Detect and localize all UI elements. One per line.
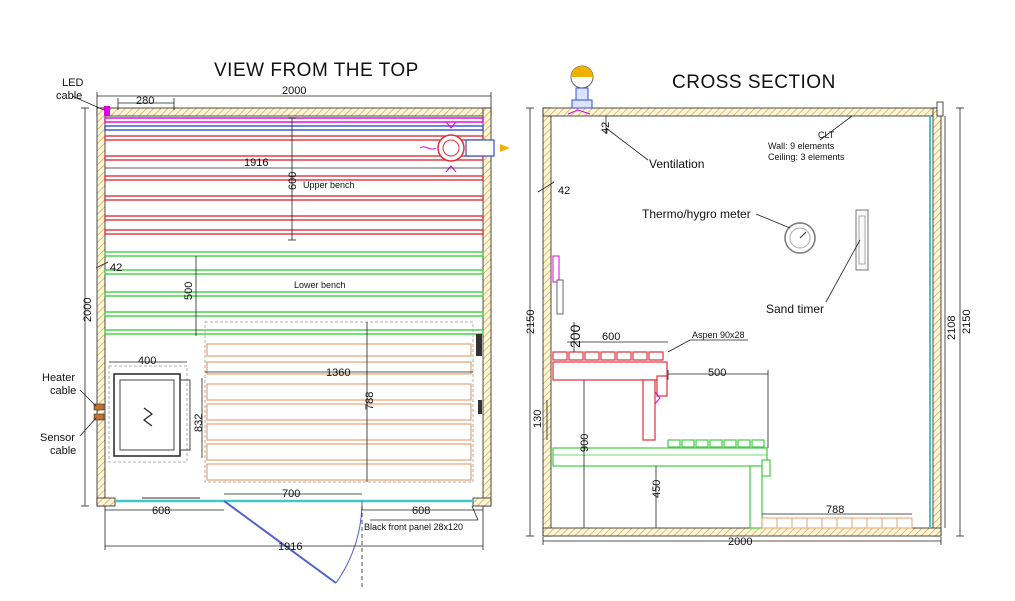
dim-1360: 1360 bbox=[326, 367, 350, 379]
cross-wall-left bbox=[542, 107, 552, 537]
label-ceiling-elements: Ceiling: 3 elements bbox=[768, 152, 845, 162]
dim-1916-upper: 1916 bbox=[244, 157, 268, 169]
dim-400: 400 bbox=[138, 355, 156, 367]
cross-dim-900: 900 bbox=[579, 434, 591, 452]
top-wall-north bbox=[96, 107, 492, 117]
cross-dim-42-top: 42 bbox=[600, 122, 612, 134]
dim-700: 700 bbox=[282, 488, 300, 500]
cross-wall-right bbox=[932, 107, 942, 537]
label-wall-elements: Wall: 9 elements bbox=[768, 141, 835, 151]
cross-dimension-lines bbox=[526, 107, 964, 545]
upper-bench-slats bbox=[104, 117, 484, 235]
cross-dim-42-wall: 42 bbox=[558, 185, 570, 197]
dim-832: 832 bbox=[193, 414, 205, 432]
top-wall-south-right bbox=[472, 497, 492, 507]
cross-dim-2000: 2000 bbox=[728, 536, 752, 548]
dim-2000-top: 2000 bbox=[282, 85, 306, 97]
top-view-title: VIEW FROM THE TOP bbox=[214, 60, 419, 81]
floor-planks bbox=[206, 343, 472, 481]
heater-cable-connector bbox=[93, 403, 105, 411]
label-sensor-2: cable bbox=[50, 445, 76, 457]
label-sensor-1: Sensor bbox=[40, 432, 75, 444]
dim-500: 500 bbox=[183, 282, 195, 300]
cross-dim-788: 788 bbox=[826, 504, 844, 516]
label-led-1: LED bbox=[62, 77, 83, 89]
dim-788: 788 bbox=[364, 392, 376, 410]
dim-280: 280 bbox=[136, 95, 154, 107]
cross-dim-200: 200 bbox=[567, 324, 583, 348]
cross-dim-2108: 2108 bbox=[946, 316, 958, 340]
label-heater-2: cable bbox=[50, 385, 76, 397]
ventilation-fan-icon bbox=[419, 121, 510, 173]
cross-dim-450: 450 bbox=[651, 480, 663, 498]
dim-2000-left: 2000 bbox=[82, 298, 94, 322]
led-cable-connector bbox=[104, 106, 110, 116]
cross-section-view: 42 42 2150 200 600 500 130 900 450 788 2… bbox=[525, 65, 973, 548]
wall-light bbox=[552, 255, 560, 283]
dim-608-left: 608 bbox=[152, 505, 170, 517]
cross-dim-600: 600 bbox=[602, 331, 620, 343]
cross-dim-500: 500 bbox=[708, 367, 726, 379]
label-lower-bench: Lower bench bbox=[294, 280, 346, 290]
sand-timer-icon bbox=[855, 209, 869, 271]
label-ventilation: Ventilation bbox=[649, 157, 704, 171]
ventilation-unit-icon bbox=[567, 65, 594, 115]
cross-lower-bench bbox=[552, 439, 771, 529]
dim-608-right: 608 bbox=[412, 505, 430, 517]
top-view: 280 2000 1916 600 42 500 2000 400 1360 8… bbox=[40, 77, 510, 590]
dim-1916-bottom: 1916 bbox=[278, 541, 302, 553]
label-thermo-meter: Thermo/hygro meter bbox=[642, 207, 751, 221]
dim-600: 600 bbox=[287, 172, 299, 190]
label-front-panel: Black front panel 28x120 bbox=[364, 522, 463, 532]
lower-bench-slats bbox=[104, 251, 484, 335]
label-heater-1: Heater bbox=[42, 372, 75, 384]
cross-dim-2150-left: 2150 bbox=[525, 310, 537, 334]
top-wall-south-left bbox=[96, 497, 116, 507]
thermometer-icon bbox=[784, 222, 816, 254]
cross-ceiling bbox=[542, 107, 942, 117]
sensor-cable-connector bbox=[93, 413, 105, 421]
cross-dim-130: 130 bbox=[532, 410, 544, 428]
cross-upper-bench bbox=[552, 351, 668, 441]
label-sand-timer: Sand timer bbox=[766, 302, 824, 316]
label-led-2: cable bbox=[56, 90, 82, 102]
top-wall-east bbox=[482, 107, 492, 507]
heater-symbol-icon bbox=[143, 407, 153, 427]
top-dimension-lines bbox=[71, 92, 492, 590]
control-panel bbox=[476, 334, 482, 356]
cross-dim-2150-right: 2150 bbox=[961, 310, 973, 334]
label-upper-bench: Upper bench bbox=[303, 180, 355, 190]
label-aspen: Aspen 90x28 bbox=[692, 330, 745, 340]
cross-section-title: CROSS SECTION bbox=[672, 72, 836, 93]
cross-floor-grid bbox=[761, 517, 913, 529]
cross-floor bbox=[542, 527, 942, 537]
heater bbox=[108, 365, 191, 463]
dim-42: 42 bbox=[110, 262, 122, 274]
top-wall-west bbox=[96, 107, 106, 507]
label-clt: CLT bbox=[818, 130, 835, 140]
